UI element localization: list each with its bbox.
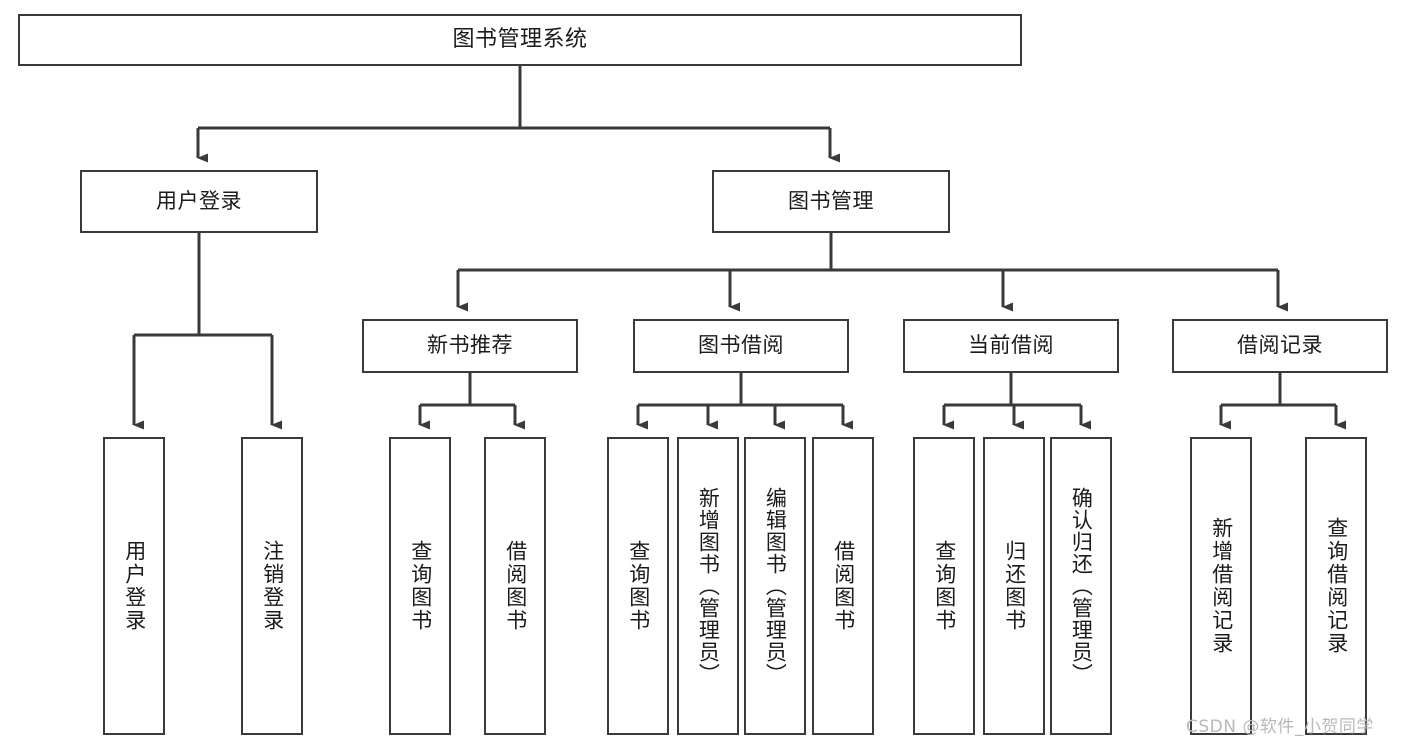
node-book-borrow-label: 图书借阅 (698, 333, 784, 358)
node-leaf-rec-borrow-label: 借阅图书 (503, 540, 528, 632)
csdn-watermark: CSDN @软件_小贺同学 (1186, 717, 1374, 737)
node-root[interactable]: 图书管理系统 (18, 14, 1022, 66)
node-leaf-borrow-add-label: 新增图书（管理员） (696, 487, 721, 685)
node-leaf-borrow-query-label: 查询图书 (626, 540, 651, 632)
node-leaf-record-query[interactable]: 查询借阅记录 (1305, 437, 1367, 735)
node-leaf-cur-query-label: 查询图书 (932, 540, 957, 632)
node-leaf-user-logout[interactable]: 注销登录 (241, 437, 303, 735)
node-book-manage-label: 图书管理 (788, 188, 874, 213)
node-leaf-rec-query-label: 查询图书 (408, 540, 433, 632)
node-borrow-record-label: 借阅记录 (1237, 333, 1323, 358)
node-leaf-user-logout-label: 注销登录 (260, 540, 285, 632)
node-leaf-record-query-label: 查询借阅记录 (1324, 517, 1349, 655)
node-leaf-cur-return-label: 归还图书 (1002, 540, 1027, 632)
node-leaf-rec-query[interactable]: 查询图书 (389, 437, 451, 735)
node-current-borrow[interactable]: 当前借阅 (903, 319, 1119, 373)
node-root-label: 图书管理系统 (452, 26, 588, 52)
node-user-login[interactable]: 用户登录 (80, 170, 318, 233)
node-leaf-borrow-query[interactable]: 查询图书 (607, 437, 669, 735)
node-user-login-label: 用户登录 (156, 188, 242, 213)
node-leaf-cur-confirm[interactable]: 确认归还（管理员） (1050, 437, 1112, 735)
node-leaf-record-add[interactable]: 新增借阅记录 (1190, 437, 1252, 735)
node-leaf-cur-return[interactable]: 归还图书 (983, 437, 1045, 735)
node-leaf-borrow-edit[interactable]: 编辑图书（管理员） (744, 437, 806, 735)
node-leaf-borrow-add[interactable]: 新增图书（管理员） (677, 437, 739, 735)
node-new-book-rec-label: 新书推荐 (427, 333, 513, 358)
node-leaf-borrow-edit-label: 编辑图书（管理员） (763, 487, 788, 685)
node-current-borrow-label: 当前借阅 (968, 333, 1054, 358)
node-borrow-record[interactable]: 借阅记录 (1172, 319, 1388, 373)
node-leaf-cur-query[interactable]: 查询图书 (913, 437, 975, 735)
node-leaf-rec-borrow[interactable]: 借阅图书 (484, 437, 546, 735)
node-book-manage[interactable]: 图书管理 (712, 170, 950, 233)
node-leaf-borrow-lend-label: 借阅图书 (831, 540, 856, 632)
node-leaf-borrow-lend[interactable]: 借阅图书 (812, 437, 874, 735)
node-book-borrow[interactable]: 图书借阅 (633, 319, 849, 373)
node-leaf-cur-confirm-label: 确认归还（管理员） (1069, 487, 1094, 685)
node-leaf-user-login-label: 用户登录 (122, 540, 147, 632)
node-leaf-user-login[interactable]: 用户登录 (103, 437, 165, 735)
node-leaf-record-add-label: 新增借阅记录 (1209, 517, 1234, 655)
node-new-book-rec[interactable]: 新书推荐 (362, 319, 578, 373)
